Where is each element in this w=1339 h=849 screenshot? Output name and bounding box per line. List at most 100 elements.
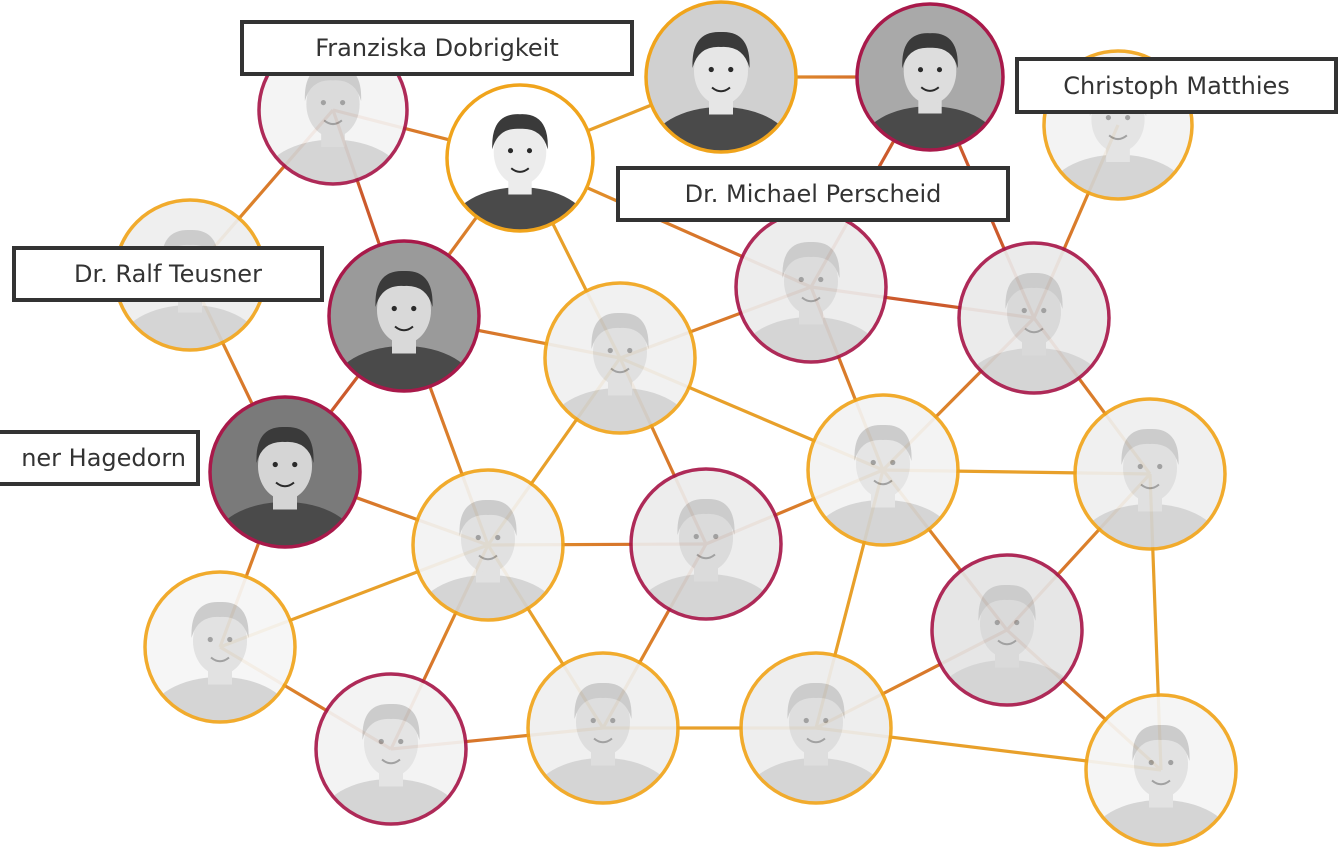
person-node-dobrigkeit [445,83,595,233]
avatar-ring [644,0,798,154]
name-label-michael-perscheid: Dr. Michael Perscheid [616,166,1010,222]
avatar-face [903,38,957,105]
avatar-face [377,276,431,344]
avatar-face [493,119,547,186]
avatar-ring [445,83,595,233]
avatar-hair [692,31,750,69]
person-node-bottom-left-curly [143,570,297,724]
avatar-shoulders [118,305,262,349]
person-node-right-lower [930,553,1084,707]
name-label-text: Christoph Matthies [1063,71,1290,100]
avatar-hair [492,114,548,150]
person-node-perscheid [734,210,888,364]
avatar-shoulders [739,317,883,361]
person-node-glasses-woman [644,0,798,154]
avatar-hair [459,499,517,536]
avatar-hair [161,229,219,266]
name-label-text: Franziska Dobrigkeit [315,34,559,62]
person-node-woman-center-right [806,393,960,547]
avatar-hair [782,241,840,278]
avatar-face [1123,434,1177,502]
avatar-ring [957,241,1111,395]
avatar-hair [1132,724,1190,761]
avatar-ring [930,553,1084,707]
avatar-ring [1084,693,1238,847]
avatar-hair [375,270,433,307]
avatar-shoulders [962,348,1106,392]
avatar-ring [208,395,362,549]
avatar-shoulders [148,677,292,721]
avatar-ring [543,281,697,435]
avatar-hair [574,682,632,719]
person-node-mid-beard [629,467,783,621]
avatar-shoulders [811,500,955,544]
avatar-shoulders [262,139,404,183]
avatar-shoulders [319,779,463,823]
avatar-face [789,688,843,756]
avatar-face [593,318,647,386]
avatar-shoulders [744,758,888,802]
avatar-face [576,688,630,756]
avatar-shoulders [450,187,590,230]
name-label-text: ner Hagedorn [21,444,186,472]
person-node-teusner [327,239,481,393]
avatar-hair [978,584,1036,621]
person-node-bottom-left2 [314,672,468,826]
avatar-ring [1073,397,1227,551]
avatar-hair [191,601,249,638]
avatar-shoulders [213,502,357,546]
avatar-face [461,505,515,573]
avatar-hair [677,498,735,535]
avatar-hair [902,33,958,69]
name-label-text: Dr. Ralf Teusner [74,260,262,288]
name-label-christoph-matthies: Christoph Matthies [1015,57,1338,114]
avatar-ring [327,239,481,393]
avatar-face [784,247,838,315]
avatar-hair [1005,272,1063,309]
avatar-ring [526,651,680,805]
avatar-shoulders [332,346,476,390]
avatar-shoulders [649,107,793,151]
avatar-hair [787,682,845,719]
name-label-text: Dr. Michael Perscheid [684,180,942,208]
avatar-ring [855,2,1005,152]
avatar-hair [256,426,314,463]
avatar-shoulders [1089,800,1233,844]
avatar-shoulders [1078,504,1222,548]
avatar-face [856,430,910,498]
person-node-elder-right [1073,397,1227,551]
network-nodes [113,0,1238,847]
avatar-shoulders [860,106,1000,149]
avatar-face [694,37,748,105]
avatar-hair [1121,428,1179,465]
avatar-ring [629,467,783,621]
avatar-shoulders [548,388,692,432]
avatar-shoulders [634,574,778,618]
person-node-right-beard [957,241,1111,395]
person-node-bottom-mid [526,651,680,805]
avatar-ring [411,468,565,622]
person-node-center [543,281,697,435]
avatar-hair [854,424,912,461]
avatar-face [193,607,247,675]
name-label-ralf-teusner: Dr. Ralf Teusner [12,246,324,302]
avatar-ring [739,651,893,805]
name-label-franziska-dobrigkeit: Franziska Dobrigkeit [240,20,634,76]
avatar-ring [314,672,468,826]
avatar-face [679,504,733,572]
avatar-face [306,70,360,138]
person-node-hagedorn [208,395,362,549]
name-label-hagedorn: ner Hagedorn [0,430,200,486]
avatar-ring [143,570,297,724]
avatar-shoulders [1047,154,1189,198]
person-node-bottom-right [1084,693,1238,847]
avatar-ring [1042,49,1194,201]
avatar-face [364,709,418,777]
avatar-face [258,432,312,500]
avatar-face [1134,730,1188,798]
person-node-mid-glasses [411,468,565,622]
avatar-shoulders [416,575,560,619]
avatar-ring [806,393,960,547]
avatar-face [980,590,1034,658]
